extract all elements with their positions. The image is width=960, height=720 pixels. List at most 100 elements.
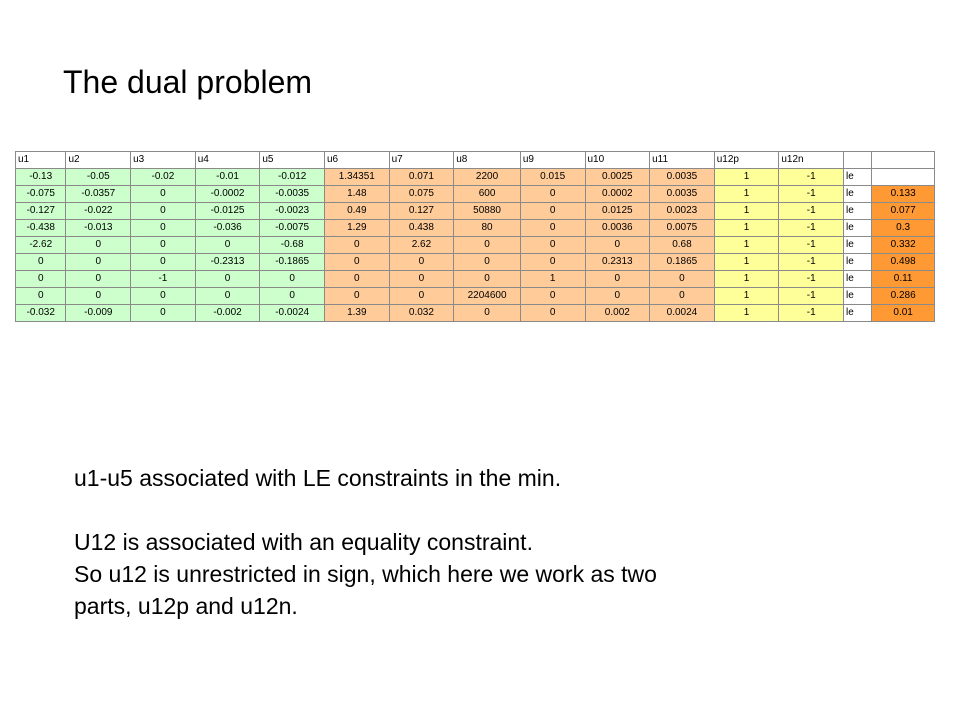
table-cell[interactable]: 0.071 — [388, 168, 455, 186]
table-cell[interactable]: 0 — [130, 236, 196, 254]
table-cell[interactable]: 1 — [713, 236, 780, 254]
table-cell[interactable]: -0.01 — [194, 168, 261, 186]
table-cell[interactable]: -0.0125 — [194, 202, 261, 220]
table-cell[interactable]: 0 — [65, 287, 132, 305]
table-cell[interactable]: 0 — [14, 287, 67, 305]
table-cell[interactable]: 0 — [388, 253, 455, 271]
constraint-type-cell[interactable]: le — [842, 304, 873, 322]
table-cell[interactable]: -1 — [778, 202, 844, 220]
table-cell[interactable]: 1.34351 — [323, 168, 390, 186]
constraint-type-cell[interactable]: le — [842, 219, 873, 237]
table-cell[interactable]: 1 — [713, 202, 780, 220]
column-header[interactable]: u8 — [453, 151, 521, 169]
table-cell[interactable]: 0.1865 — [649, 253, 715, 271]
table-cell[interactable]: 0 — [130, 219, 196, 237]
table-cell[interactable]: -0.032 — [14, 304, 67, 322]
table-cell[interactable]: -0.0075 — [259, 219, 325, 237]
column-header[interactable]: u12n — [778, 151, 844, 169]
table-cell[interactable]: 0 — [519, 219, 586, 237]
table-cell[interactable]: 0.0035 — [649, 185, 715, 203]
table-cell[interactable]: 0.0125 — [584, 202, 651, 220]
table-cell[interactable]: 0 — [519, 185, 586, 203]
table-cell[interactable]: 600 — [453, 185, 521, 203]
column-header[interactable]: u12p — [713, 151, 780, 169]
table-cell[interactable]: 2.62 — [388, 236, 455, 254]
column-header[interactable]: u3 — [130, 151, 196, 169]
table-cell[interactable]: 0 — [130, 253, 196, 271]
table-cell[interactable]: 0 — [519, 287, 586, 305]
table-cell[interactable]: 0 — [194, 270, 261, 288]
table-cell[interactable]: 1 — [713, 287, 780, 305]
table-cell[interactable]: 0 — [65, 253, 132, 271]
table-cell[interactable]: -0.438 — [14, 219, 67, 237]
table-cell[interactable]: 1 — [713, 219, 780, 237]
table-cell[interactable]: 0 — [259, 287, 325, 305]
table-cell[interactable]: -0.0357 — [65, 185, 132, 203]
column-header[interactable]: u9 — [519, 151, 586, 169]
table-cell[interactable]: 0.0035 — [649, 168, 715, 186]
rhs-cell[interactable]: 0.498 — [871, 253, 935, 271]
table-cell[interactable]: 0 — [323, 236, 390, 254]
table-cell[interactable]: 0 — [453, 236, 521, 254]
table-cell[interactable]: 2204600 — [453, 287, 521, 305]
table-cell[interactable]: 0 — [194, 236, 261, 254]
table-cell[interactable]: 0 — [519, 202, 586, 220]
table-cell[interactable]: -1 — [778, 287, 844, 305]
rhs-cell[interactable]: 0.3 — [871, 219, 935, 237]
table-cell[interactable]: 0 — [323, 287, 390, 305]
table-cell[interactable]: 0.2313 — [584, 253, 651, 271]
table-cell[interactable]: 50880 — [453, 202, 521, 220]
table-cell[interactable]: 80 — [453, 219, 521, 237]
table-cell[interactable]: 0 — [323, 253, 390, 271]
table-cell[interactable]: 0.075 — [388, 185, 455, 203]
constraint-type-cell[interactable]: le — [842, 270, 873, 288]
table-cell[interactable]: 0 — [14, 253, 67, 271]
table-cell[interactable]: 0 — [649, 287, 715, 305]
table-cell[interactable]: -0.0023 — [259, 202, 325, 220]
table-cell[interactable]: 1 — [519, 270, 586, 288]
table-cell[interactable]: -1 — [130, 270, 196, 288]
table-cell[interactable]: -0.012 — [259, 168, 325, 186]
table-cell[interactable]: -1 — [778, 185, 844, 203]
table-cell[interactable]: 0.0036 — [584, 219, 651, 237]
column-header[interactable]: u11 — [649, 151, 715, 169]
column-header[interactable]: u2 — [65, 151, 132, 169]
table-cell[interactable]: 0 — [65, 270, 132, 288]
table-cell[interactable]: 0 — [130, 185, 196, 203]
table-cell[interactable]: -0.1865 — [259, 253, 325, 271]
table-cell[interactable]: 1 — [713, 168, 780, 186]
table-cell[interactable]: 0.68 — [649, 236, 715, 254]
table-cell[interactable]: 1.48 — [323, 185, 390, 203]
table-cell[interactable]: 0 — [453, 253, 521, 271]
column-header[interactable]: u4 — [194, 151, 261, 169]
constraint-type-cell[interactable]: le — [842, 168, 873, 186]
table-cell[interactable]: 0 — [584, 236, 651, 254]
table-cell[interactable]: 1 — [713, 185, 780, 203]
rhs-cell[interactable]: 0.332 — [871, 236, 935, 254]
table-cell[interactable]: 0 — [584, 287, 651, 305]
table-cell[interactable]: 0 — [388, 270, 455, 288]
table-cell[interactable]: -0.0024 — [259, 304, 325, 322]
rhs-cell[interactable] — [871, 168, 935, 186]
rhs-cell[interactable]: 0.01 — [871, 304, 935, 322]
table-cell[interactable]: -2.62 — [14, 236, 67, 254]
table-cell[interactable]: -0.05 — [65, 168, 132, 186]
table-cell[interactable]: -0.0035 — [259, 185, 325, 203]
table-cell[interactable]: 1 — [713, 304, 780, 322]
table-cell[interactable]: -1 — [778, 219, 844, 237]
table-cell[interactable]: -1 — [778, 253, 844, 271]
table-cell[interactable]: 0 — [130, 287, 196, 305]
table-cell[interactable]: 0.49 — [323, 202, 390, 220]
table-cell[interactable]: 0 — [519, 304, 586, 322]
table-cell[interactable]: 0 — [519, 253, 586, 271]
rhs-cell[interactable]: 0.286 — [871, 287, 935, 305]
table-cell[interactable]: 0.0075 — [649, 219, 715, 237]
table-cell[interactable]: -0.022 — [65, 202, 132, 220]
table-cell[interactable]: 0 — [584, 270, 651, 288]
table-cell[interactable]: 0.015 — [519, 168, 586, 186]
column-header[interactable] — [871, 151, 935, 169]
table-cell[interactable]: 0 — [65, 236, 132, 254]
table-cell[interactable]: -0.009 — [65, 304, 132, 322]
table-cell[interactable]: -0.68 — [259, 236, 325, 254]
table-cell[interactable]: 0 — [259, 270, 325, 288]
